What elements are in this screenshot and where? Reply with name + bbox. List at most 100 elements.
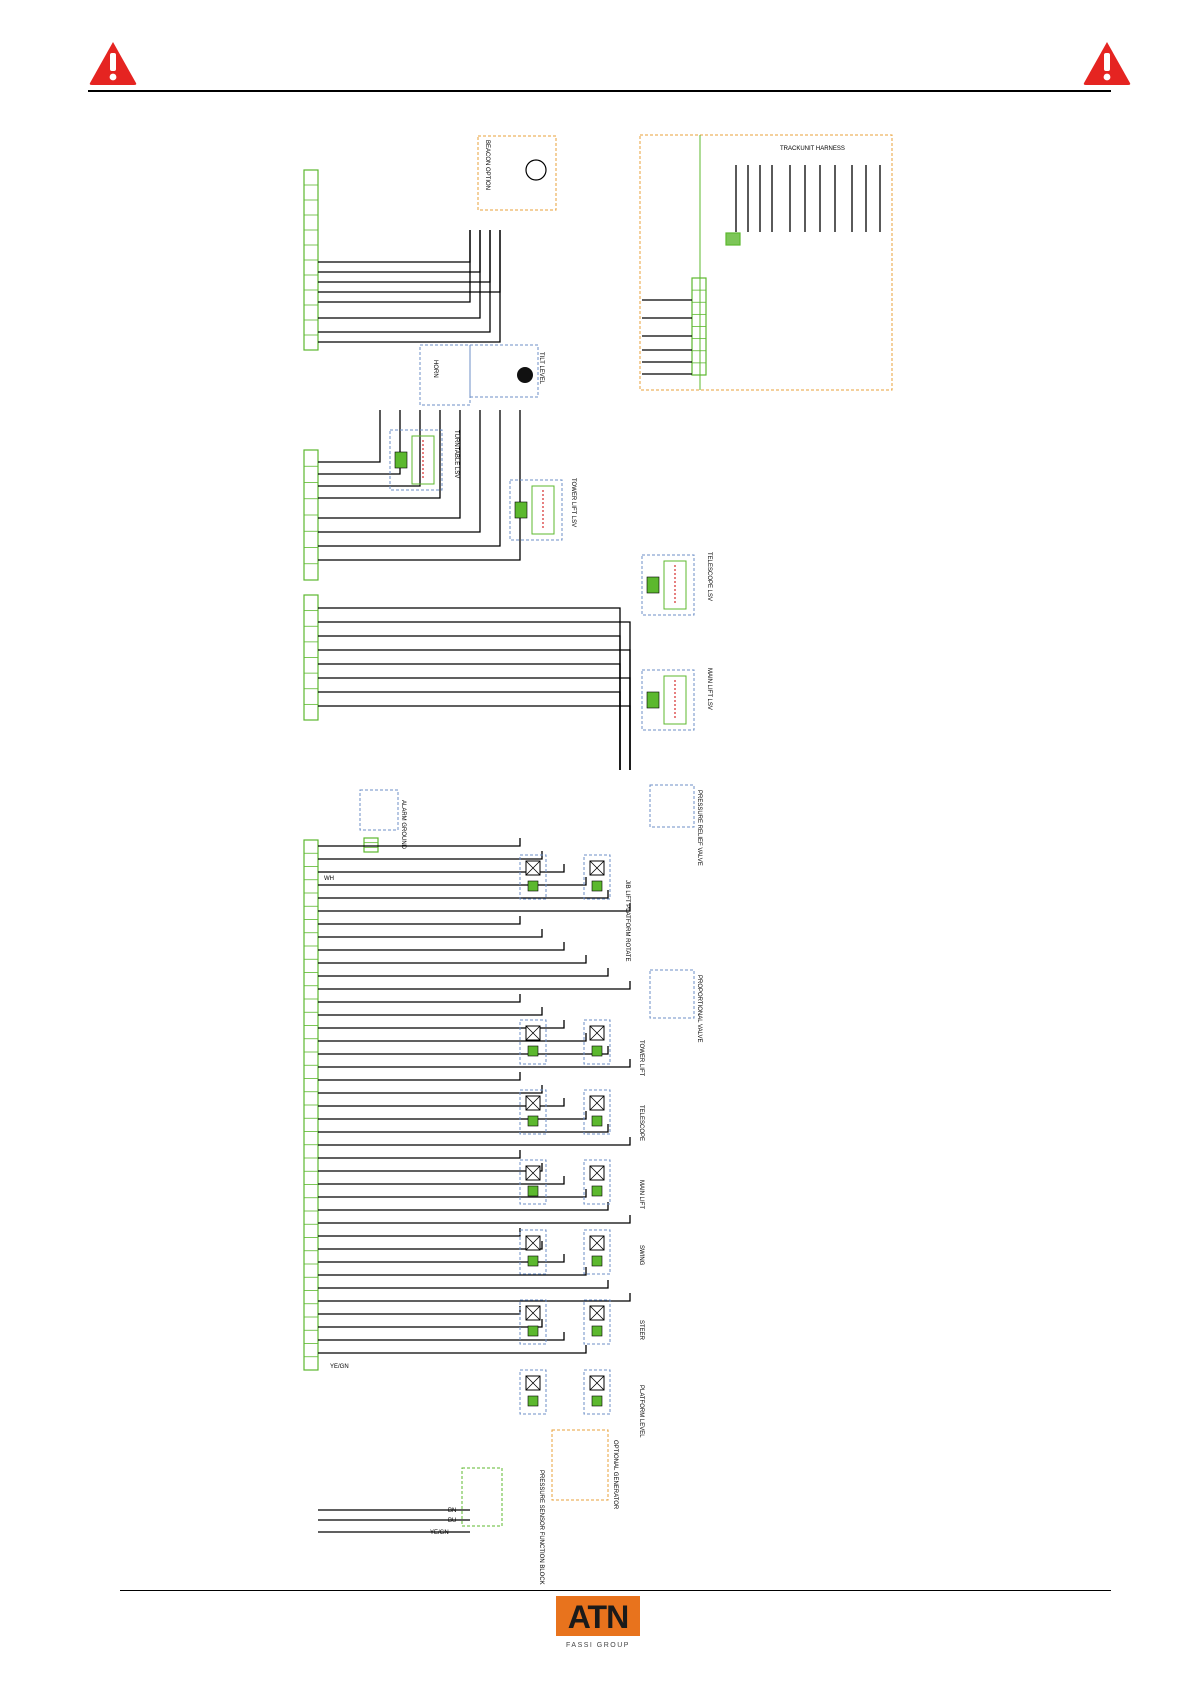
beacon-icon (525, 159, 547, 181)
beacon-wire (318, 230, 471, 303)
proportional-valve-box (649, 969, 695, 1019)
valve-wire (318, 1150, 521, 1159)
wire-code-bu: BU (448, 1518, 456, 1524)
valve-wire (318, 1306, 521, 1315)
telescope-label: TELESCOPE (638, 1105, 644, 1141)
valve-wire (318, 1111, 587, 1120)
steer-label: STEER (638, 1320, 644, 1341)
valve-coil-mark (589, 1025, 605, 1041)
valve-wire (318, 903, 631, 912)
alarm-box (359, 789, 399, 831)
valve-wire (318, 1046, 609, 1055)
valve-box (583, 1159, 611, 1205)
valve-wire (318, 1020, 565, 1029)
valve-wire (318, 981, 631, 990)
valve-wire (318, 1345, 587, 1354)
proportional-label: PROPORTIONAL VALVE (696, 975, 702, 1042)
valve-coil-mark (525, 1095, 541, 1111)
beacon-wire (318, 230, 491, 333)
lsv-wire (318, 621, 631, 770)
valve-box (519, 1299, 547, 1345)
valve-wire (318, 1189, 587, 1198)
logo-brand: ATN (567, 1599, 629, 1635)
valve-coil-mark (525, 1305, 541, 1321)
valve-wire (318, 838, 521, 847)
tower-lift-lsv-box (509, 479, 563, 541)
telescope-lsv-actuator (646, 576, 660, 594)
lsv-wire (318, 410, 441, 499)
valve-box (519, 1019, 547, 1065)
main-lift-lsv-label: MAIN LIFT LSV (706, 668, 712, 710)
tower-lift-lsv-switch (531, 485, 555, 535)
valve-coil-mark (589, 1095, 605, 1111)
beacon-wire (318, 230, 501, 343)
valve-actuator (591, 1255, 603, 1267)
beacon-wire (318, 230, 481, 319)
valve-wire (318, 955, 587, 964)
beacon-label: BEACON OPTION (484, 140, 490, 190)
wire-code-ye-gn: YE/GN (330, 1364, 349, 1370)
valve-coil-mark (589, 1375, 605, 1391)
warning-icon (88, 40, 138, 86)
valve-wire (318, 1033, 587, 1042)
valve-coil-mark (589, 1165, 605, 1181)
lsv-wire (318, 410, 521, 561)
valve-wire (318, 1176, 565, 1185)
valve-actuator (591, 1185, 603, 1197)
horn-label: HORN (432, 360, 438, 378)
valve-coil-mark (589, 1305, 605, 1321)
footer-rule (120, 1590, 1111, 1591)
valve-actuator (591, 1115, 603, 1127)
wire-runs (318, 165, 881, 1533)
pressure-relief-label: PRESSURE RELIEF VALVE (696, 790, 702, 866)
beacon-option-box (477, 135, 557, 211)
wire-code-ye-gn: YE/GN (430, 1530, 449, 1536)
pressure-sensor-label: PRESSURE SENSOR FUNCTION BLOCK (538, 1470, 544, 1585)
tower-lift-lsv-actuator (514, 501, 528, 519)
valve-coil-mark (589, 1235, 605, 1251)
valve-wire (318, 1319, 543, 1328)
valve-actuator (591, 1395, 603, 1407)
lsv-wire (318, 663, 621, 770)
valve-coil-mark (589, 860, 605, 876)
valve-actuator (527, 1325, 539, 1337)
swing-label: SWING (638, 1245, 644, 1266)
connector-blocks (303, 169, 741, 1371)
jib-platform-label: JIB LIFT PLATFORM ROTATE (624, 880, 630, 962)
valve-actuator (527, 1045, 539, 1057)
valve-wire (318, 1059, 631, 1068)
wire-code-wh: WH (324, 876, 334, 882)
lsv-wire (318, 635, 621, 770)
valve-box (583, 1089, 611, 1135)
lsv-wire (318, 649, 631, 770)
generator-label: OPTIONAL GENERATOR (612, 1440, 618, 1510)
valve-actuator (591, 1045, 603, 1057)
valve-wire (318, 1293, 631, 1302)
main-lift-label: MAIN LIFT (638, 1180, 644, 1209)
horn-box (419, 344, 471, 406)
main-lift-lsv-actuator (646, 691, 660, 709)
turntable-lsv-switch (411, 435, 435, 485)
lsv-wire (318, 410, 481, 533)
valve-wire (318, 994, 521, 1003)
valve-wire (318, 877, 587, 886)
valve-coil-mark (525, 860, 541, 876)
component-symbols (359, 134, 893, 1527)
tower-lift-lsv-label: TOWER LIFT LSV (570, 478, 576, 527)
lsv-wire (318, 691, 621, 770)
tower-lift-label: TOWER LIFT (638, 1040, 644, 1077)
lsv-wire (318, 410, 461, 519)
valve-wire (318, 1098, 565, 1107)
main-lift-lsv-switch (663, 675, 687, 725)
lsv-wire (318, 410, 401, 475)
valve-wire (318, 942, 565, 951)
valve-wire (318, 968, 609, 977)
connector-x16 (363, 837, 379, 853)
optional-generator-box (551, 1429, 609, 1501)
valve-wire (318, 1280, 609, 1289)
lsv-wire (318, 410, 501, 547)
lsv-wire (318, 410, 421, 487)
valve-actuator (527, 1395, 539, 1407)
valve-box (583, 854, 611, 900)
